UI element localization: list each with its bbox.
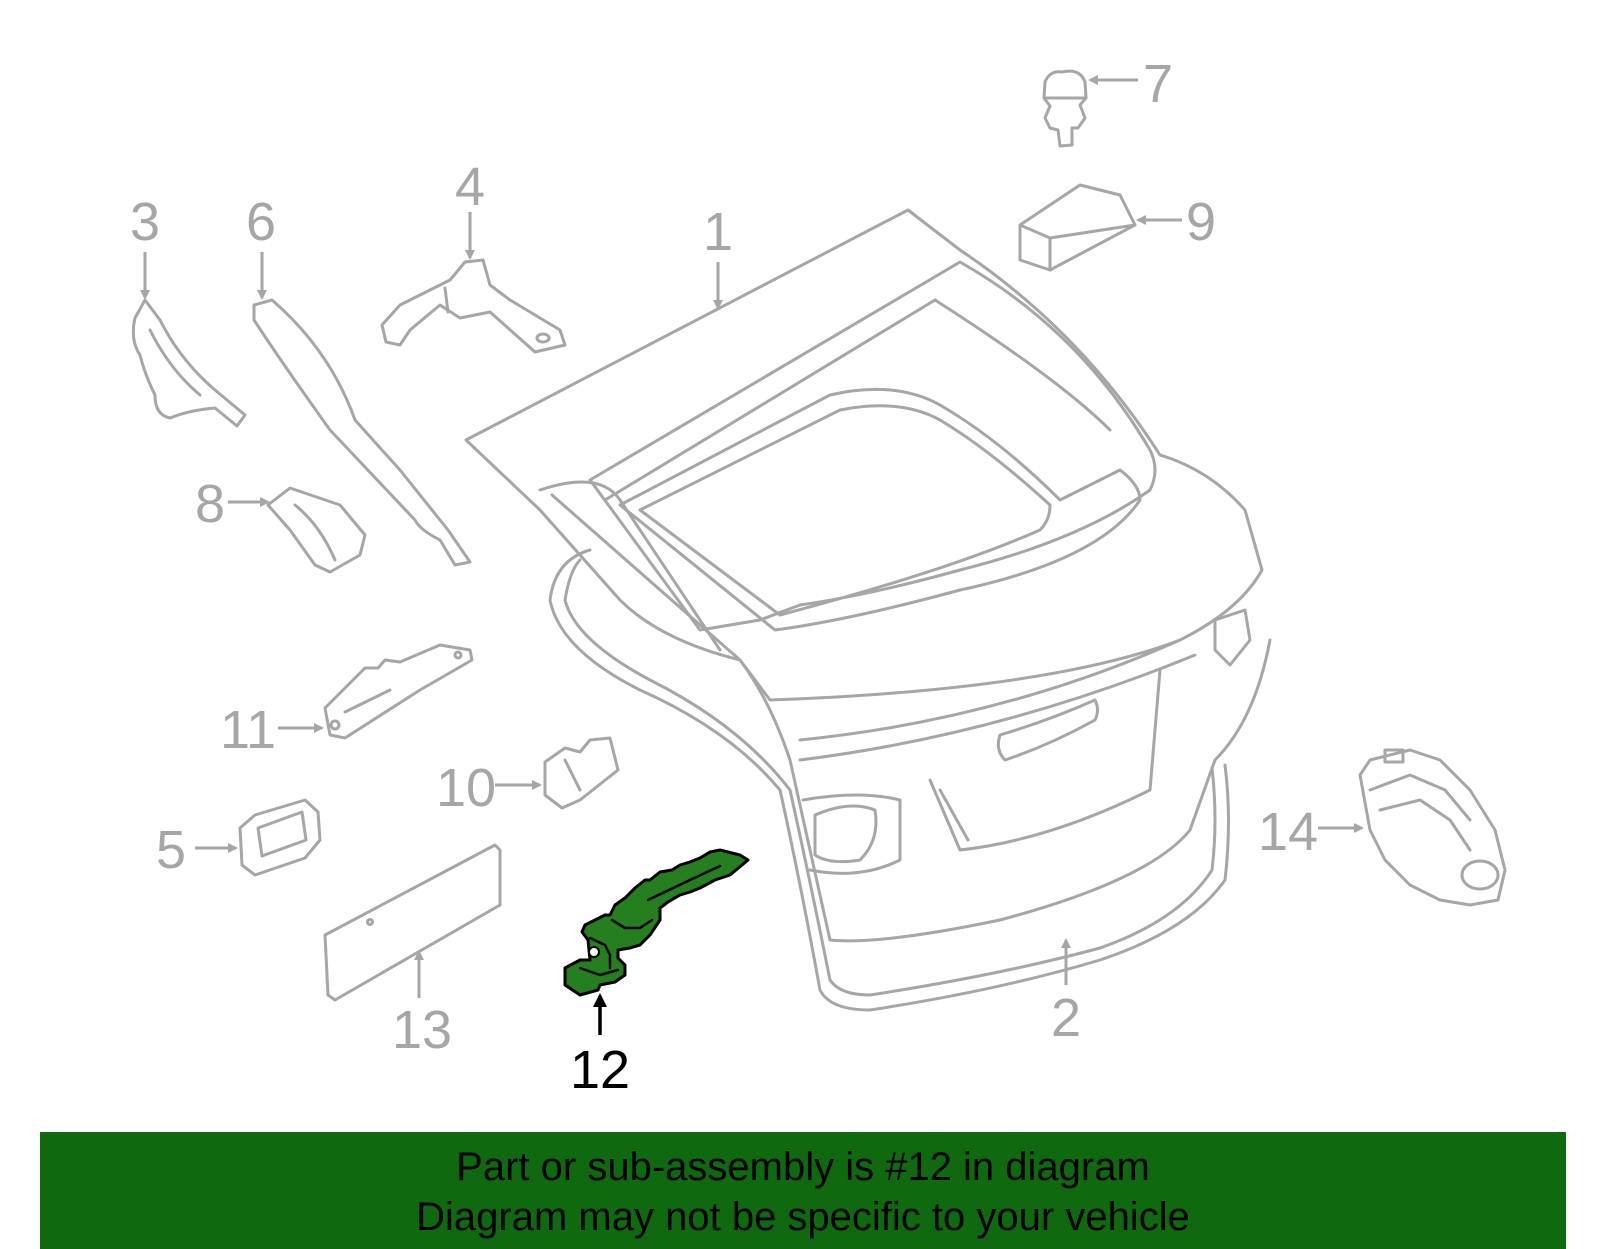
callout-8: 8 bbox=[195, 474, 225, 534]
switch-part-5 bbox=[238, 798, 322, 877]
callout-10: 10 bbox=[436, 758, 496, 818]
hinge-part-4 bbox=[380, 258, 567, 354]
tailgate-part-1 bbox=[464, 208, 1272, 943]
callout-14: 14 bbox=[1258, 802, 1318, 862]
latch-part-10 bbox=[543, 736, 620, 810]
callout-6: 6 bbox=[246, 192, 276, 252]
bolt-part-7 bbox=[1042, 69, 1088, 148]
bracket-part-8 bbox=[266, 486, 367, 574]
callout-1: 1 bbox=[703, 202, 733, 262]
callout-7: 7 bbox=[1143, 54, 1173, 114]
camera-part-14 bbox=[1358, 748, 1507, 907]
callout-2: 2 bbox=[1051, 988, 1081, 1048]
callout-12: 12 bbox=[570, 1040, 630, 1100]
handle-part-12 bbox=[563, 848, 750, 997]
callout-5: 5 bbox=[156, 820, 186, 880]
bracket-part-11 bbox=[323, 643, 474, 740]
panel-part-13 bbox=[323, 843, 502, 1002]
callout-11: 11 bbox=[220, 700, 276, 760]
callout-4: 4 bbox=[455, 157, 485, 217]
callout-3: 3 bbox=[130, 192, 160, 252]
lamp-part-9 bbox=[1018, 183, 1137, 272]
callout-13: 13 bbox=[392, 1000, 452, 1060]
bracket-part-3 bbox=[131, 298, 247, 428]
callout-9: 9 bbox=[1186, 192, 1216, 252]
strut-part-6 bbox=[252, 298, 472, 567]
tailgate-seal-part-2 bbox=[548, 548, 1230, 1012]
info-banner: Part or sub-assembly is #12 in diagram D… bbox=[40, 1132, 1566, 1249]
banner-line-2: Diagram may not be specific to your vehi… bbox=[416, 1195, 1190, 1239]
banner-line-1: Part or sub-assembly is #12 in diagram bbox=[456, 1145, 1150, 1189]
